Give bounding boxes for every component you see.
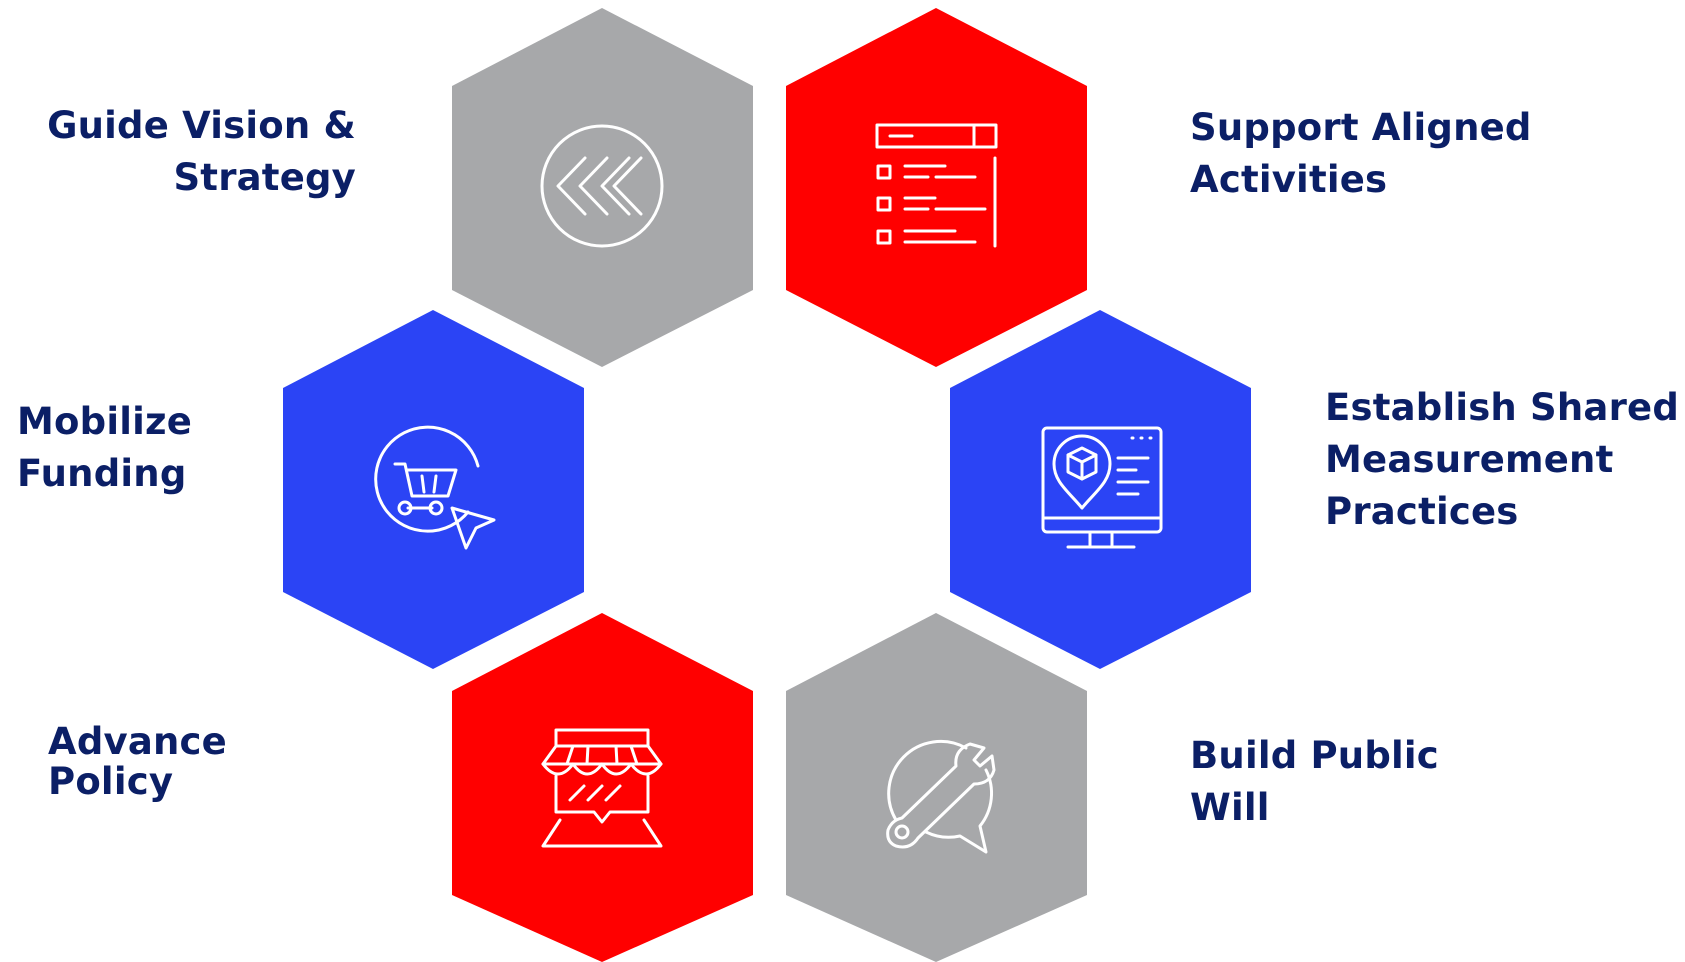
label-line: Guide Vision &	[47, 104, 356, 147]
label-line: Practices	[1325, 490, 1519, 533]
label-line: Policy	[48, 760, 174, 803]
storefront-location-icon	[541, 728, 663, 848]
label-establish-shared-measurement: Establish Shared Measurement Practices	[1325, 382, 1679, 538]
label-line: Funding	[17, 452, 187, 495]
label-line: Build Public	[1190, 734, 1439, 777]
label-line: Will	[1190, 786, 1270, 829]
hexagon-build-public-will	[786, 613, 1087, 962]
label-advance-policy: Advance Policy	[48, 722, 227, 802]
label-line: Establish Shared	[1325, 386, 1680, 429]
label-guide-vision-strategy: Guide Vision & Strategy	[36, 100, 356, 204]
label-build-public-will: Build Public Will	[1190, 730, 1439, 834]
wrench-speech-bubble-icon	[886, 740, 996, 854]
label-line: Activities	[1190, 158, 1388, 201]
label-line: Mobilize	[17, 400, 193, 443]
label-line: Measurement	[1325, 438, 1614, 481]
hexagon-support-activities	[786, 8, 1087, 367]
checklist-window-icon	[875, 123, 998, 248]
monitor-location-box-icon	[1041, 426, 1163, 549]
label-line: Advance	[48, 720, 227, 763]
shopping-cart-cursor-icon	[374, 425, 496, 550]
label-line: Support Aligned	[1190, 106, 1532, 149]
label-support-aligned-activities: Support Aligned Activities	[1190, 102, 1532, 206]
label-mobilize-funding: Mobilize Funding	[17, 396, 192, 500]
hexagon-shared-measurement	[950, 310, 1251, 669]
label-line: Strategy	[173, 156, 356, 199]
double-chevron-left-circle-icon	[540, 124, 664, 248]
